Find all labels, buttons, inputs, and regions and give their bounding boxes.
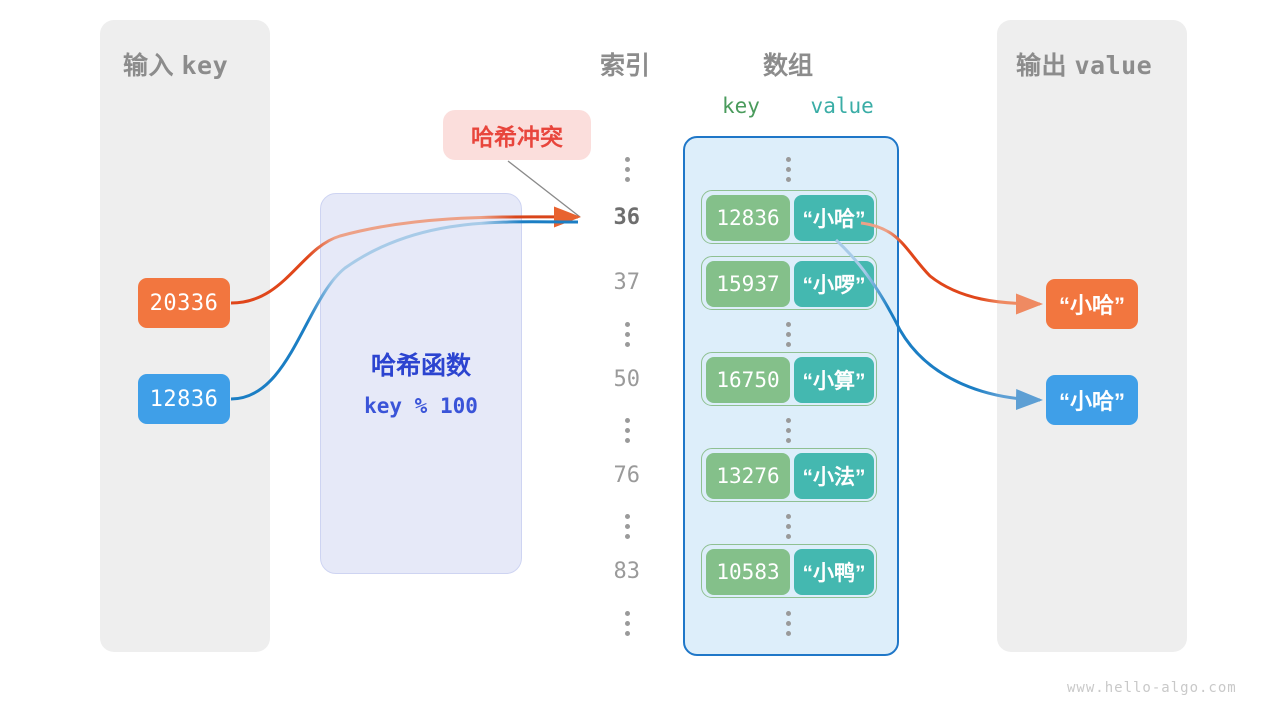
input-panel-title-mono: key (181, 51, 229, 80)
hash-function-title: 哈希函数 (370, 352, 471, 380)
input-key-12836[interactable]: 12836 (138, 374, 230, 424)
hash-function-box: 哈希函数 key % 100 (320, 193, 522, 574)
array-cell-50-key: 16750 (706, 357, 790, 403)
watermark: www.hello-algo.com (1067, 680, 1237, 696)
array-dots-4 (785, 514, 791, 539)
array-cell-37-value: “小啰” (794, 261, 874, 307)
index-dots-4 (624, 514, 630, 539)
output-panel-title-mono: value (1074, 51, 1153, 80)
array-dots-top (785, 157, 791, 182)
array-dots-bottom (785, 611, 791, 636)
input-key-12836-label: 12836 (149, 386, 219, 412)
array-cell-37[interactable]: 15937 “小啰” (701, 256, 877, 310)
input-key-20336[interactable]: 20336 (138, 278, 230, 328)
array-cell-36-key: 12836 (706, 195, 790, 241)
array-kv-header: key value (722, 94, 874, 118)
array-cell-50[interactable]: 16750 “小算” (701, 352, 877, 406)
array-cell-37-key: 15937 (706, 261, 790, 307)
array-cell-76[interactable]: 13276 “小法” (701, 448, 877, 502)
hash-function-formula: key % 100 (364, 394, 478, 418)
output-value-blue[interactable]: “小哈” (1046, 375, 1138, 425)
index-label-83: 83 (613, 559, 641, 584)
output-value-orange[interactable]: “小哈” (1046, 279, 1138, 329)
array-cell-36[interactable]: 12836 “小哈” (701, 190, 877, 244)
array-cell-50-value: “小算” (794, 357, 874, 403)
output-value-blue-label: “小哈” (1058, 389, 1125, 414)
index-label-76: 76 (613, 463, 641, 488)
input-panel-title: 输入 key (123, 46, 228, 82)
array-cell-83-value: “小鸭” (794, 549, 874, 595)
input-key-20336-label: 20336 (149, 290, 219, 316)
output-value-orange-label: “小哈” (1058, 293, 1125, 318)
hash-collision-label: 哈希冲突 (443, 110, 591, 160)
array-dots-2 (785, 322, 791, 347)
input-panel-title-cn: 输入 (123, 52, 175, 80)
array-cell-83-key: 10583 (706, 549, 790, 595)
index-dots-top (624, 157, 630, 182)
array-cell-76-key: 13276 (706, 453, 790, 499)
output-panel (997, 20, 1187, 652)
array-dots-3 (785, 418, 791, 443)
array-key-label: key (722, 94, 760, 118)
input-panel (100, 20, 270, 652)
hash-collision-label-text: 哈希冲突 (471, 124, 563, 150)
index-label-50: 50 (613, 367, 641, 392)
array-column-title: 数组 (762, 52, 813, 80)
index-dots-bottom (624, 611, 630, 636)
output-panel-title: 输出 value (1016, 46, 1152, 82)
output-panel-title-cn: 输出 (1016, 52, 1068, 80)
index-label-37: 37 (613, 270, 641, 295)
array-cell-36-value: “小哈” (794, 195, 874, 241)
index-dots-2 (624, 322, 630, 347)
index-label-36: 36 (613, 205, 641, 230)
index-dots-3 (624, 418, 630, 443)
index-column-title: 索引 (599, 52, 650, 80)
array-value-label: value (810, 94, 874, 118)
array-cell-76-value: “小法” (794, 453, 874, 499)
array-cell-83[interactable]: 10583 “小鸭” (701, 544, 877, 598)
